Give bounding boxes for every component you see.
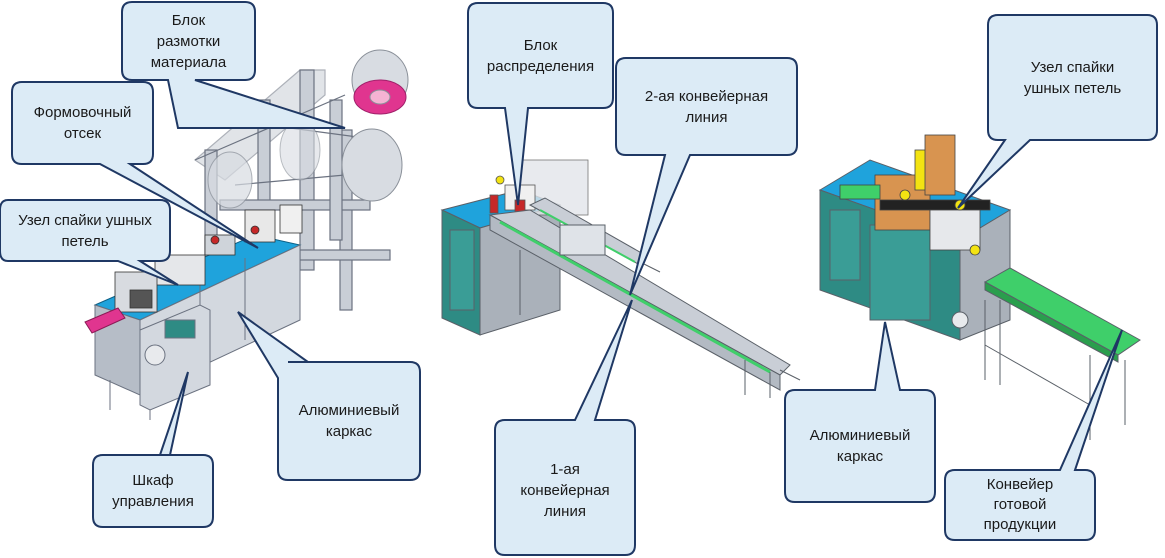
label-earloop-left: Узел спайки ушных петель [18, 211, 152, 250]
input-belt [84, 307, 126, 334]
callout-unwind [121, 1, 346, 129]
label-cabinet: Шкаф управления [112, 472, 194, 510]
callout-earloop-left [0, 199, 179, 286]
label-unwind: Блок размотки материала [150, 11, 227, 71]
forming-parts [114, 204, 303, 313]
control-cabinet [109, 304, 211, 420]
label-frame-left: Алюминиевый каркас [298, 402, 400, 440]
label-earloop-right: Узел спайки ушных петель [1023, 58, 1122, 97]
callout-conveyor2 [615, 57, 798, 296]
material-rolls [207, 49, 409, 209]
finished-conveyor [983, 267, 1141, 440]
conveyor-lines [488, 197, 801, 398]
label-conveyor1: 1-ая конвейерная линия [520, 460, 610, 520]
callout-cabinet [92, 371, 214, 528]
earloop-assembly [839, 134, 991, 256]
callout-conveyor1 [494, 299, 636, 556]
machine-left [84, 49, 409, 420]
label-forming: Формовочный отсек [33, 104, 132, 142]
callout-frame-left [237, 311, 421, 481]
callout-forming [11, 81, 259, 249]
label-distribution: Блок распределения [486, 36, 595, 75]
callout-finished-conveyor [944, 329, 1123, 541]
label-frame-right: Алюминиевый каркас [809, 427, 911, 465]
label-finished-conveyor: Конвейер готовой продукции [983, 476, 1057, 533]
machine-middle [440, 159, 801, 398]
machine-right [818, 134, 1141, 440]
callout-frame-right [784, 321, 936, 503]
label-conveyor2: 2-ая конвейерная линия [644, 87, 769, 126]
callout-distribution [467, 2, 614, 206]
callout-earloop-right [957, 14, 1158, 209]
